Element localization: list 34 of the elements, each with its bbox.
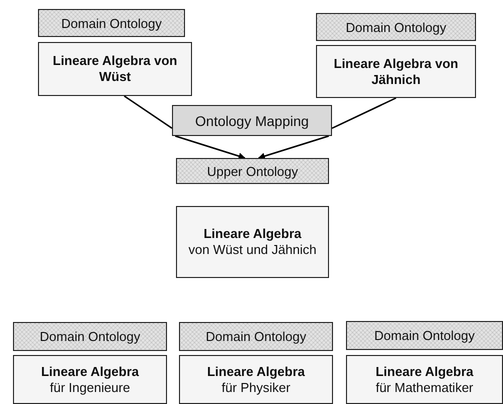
ontology-box <box>13 355 167 404</box>
ontology-title: Lineare Algebra von Wüst <box>52 53 178 85</box>
ontology-title: Lineare Algebra von Jähnich <box>332 56 460 88</box>
connector-line <box>332 97 396 129</box>
ontology-tag <box>38 9 185 37</box>
arrow <box>174 135 246 160</box>
ontology-title: Lineare Algebra <box>204 226 302 242</box>
ontology-subtitle: für Mathematiker <box>376 380 474 396</box>
box-label: Domain Ontology <box>206 329 306 344</box>
ontology-box <box>176 206 329 278</box>
ontology-box <box>316 45 476 98</box>
ontology-box <box>38 42 192 96</box>
ontology-title: Lineare Algebra <box>207 364 305 380</box>
box-label: Domain Ontology <box>40 329 140 344</box>
arrow <box>258 135 330 160</box>
box-label: Domain Ontology <box>374 328 475 343</box>
ontology-subtitle: für Ingenieure <box>50 380 130 396</box>
ontology-subtitle: von Wüst und Jähnich <box>188 242 316 258</box>
ontology-tag <box>13 322 167 351</box>
box-label: Domain Ontology <box>346 20 446 34</box>
ontology-box <box>179 355 333 404</box>
ontology-title: Lineare Algebra <box>376 364 474 380</box>
ontology-tag <box>346 321 503 350</box>
ontology-tag <box>316 13 476 41</box>
ontology-title: Lineare Algebra <box>41 364 139 380</box>
connector-line <box>124 95 172 129</box>
box-label: Domain Ontology <box>61 16 162 30</box>
box-label: Ontology Mapping <box>195 112 309 128</box>
ontology-tag <box>179 322 333 351</box>
mapping-box <box>172 105 332 136</box>
box-label: Upper Ontology <box>206 164 298 178</box>
ontology-box <box>346 355 503 404</box>
ontology-tag <box>176 158 329 184</box>
ontology-subtitle: für Physiker <box>222 380 290 396</box>
